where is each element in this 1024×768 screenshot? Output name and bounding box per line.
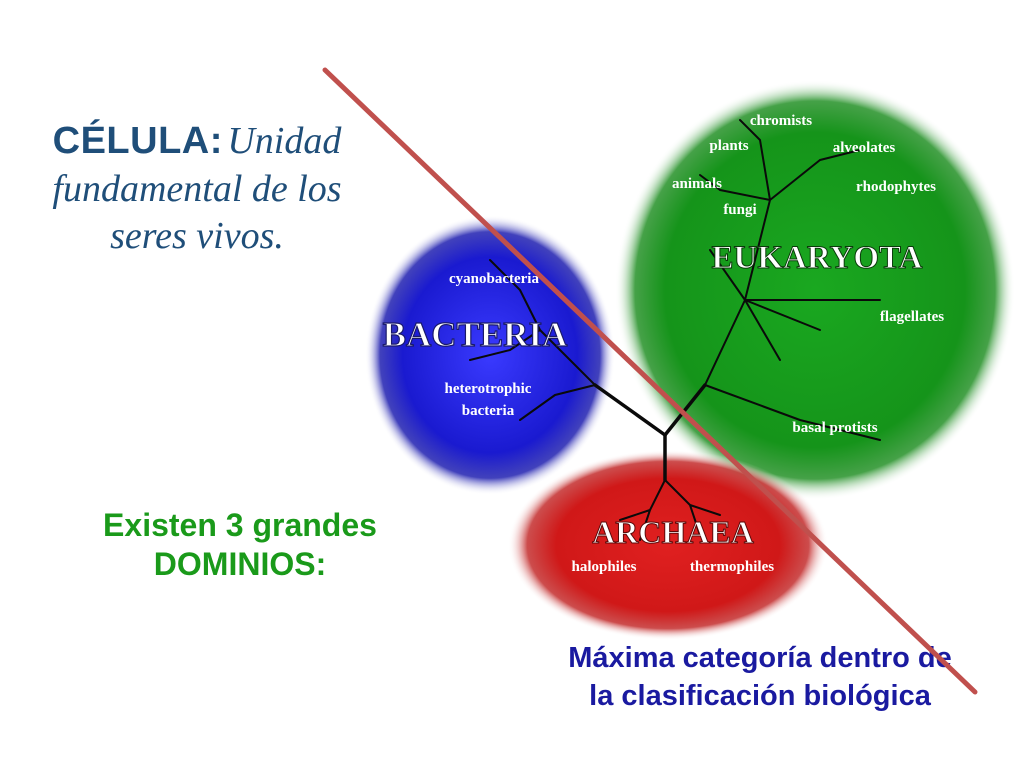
archaea-group-thermophiles: thermophiles xyxy=(690,559,774,575)
eukaryota-group-animals: animals xyxy=(672,176,722,192)
diagonal-strike-line xyxy=(322,67,978,695)
archaea-label: ARCHAEA xyxy=(592,514,754,550)
bacteria-group-cyanobacteria: cyanobacteria xyxy=(449,271,539,287)
bacteria-label: BACTERIA xyxy=(383,315,568,354)
eukaryota-group-plants: plants xyxy=(709,138,748,154)
archaea-blob xyxy=(508,450,828,640)
eukaryota-group-alveolates: alveolates xyxy=(833,140,896,156)
domains-note-line2: DOMINIOS: xyxy=(153,546,327,583)
eukaryota-group-flagellates: flagellates xyxy=(880,309,944,325)
domains-note: Existen 3 grandes DOMINIOS: xyxy=(60,506,420,584)
eukaryota-group-rhodophytes: rhodophytes xyxy=(856,179,936,195)
cell-heading-lead: CÉLULA: xyxy=(52,120,223,162)
eukaryota-group-basal-protists: basal protists xyxy=(792,420,877,436)
classification-caption-line2: la clasificación biológica xyxy=(589,679,931,712)
classification-caption: Máxima categoría dentro de la clasificac… xyxy=(500,640,1020,715)
cell-heading-definition: Unidad fundamental de los seres vivos. xyxy=(52,120,342,257)
domains-note-line1: Existen 3 grandes xyxy=(103,507,377,543)
tree-branches xyxy=(469,119,881,541)
bacteria-group-bacteria: bacteria xyxy=(462,403,515,419)
eukaryota-group-fungi: fungi xyxy=(723,202,756,218)
classification-caption-line1: Máxima categoría dentro de xyxy=(568,642,952,674)
eukaryota-group-chromists: chromists xyxy=(750,113,812,129)
eukaryota-blob xyxy=(615,80,1015,500)
bacteria-group-heterotrophic: heterotrophic xyxy=(445,381,532,397)
cell-heading: CÉLULA: Unidad fundamental de los seres … xyxy=(22,118,372,261)
archaea-group-halophiles: halophiles xyxy=(571,559,636,575)
eukaryota-label: EUKARYOTA xyxy=(712,240,923,276)
